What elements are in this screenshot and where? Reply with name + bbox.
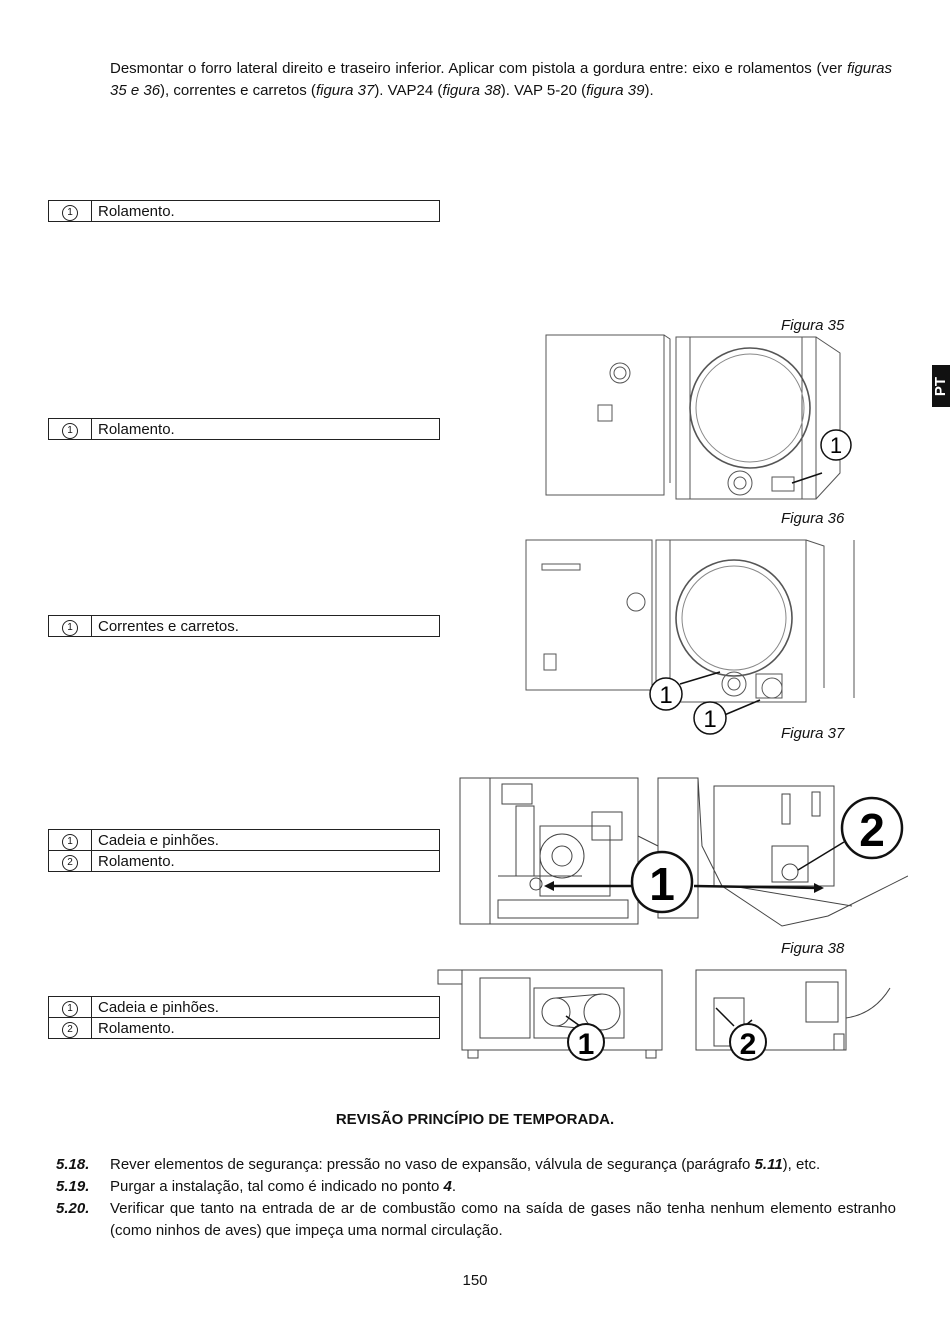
intro-paragraph: Desmontar o forro lateral direito e tras…	[110, 60, 892, 99]
legend-text: Rolamento.	[91, 200, 440, 222]
figure-37-drawing: 1 2	[452, 776, 908, 930]
boiler-rear-drawing: 1	[545, 334, 852, 500]
step-text: Purgar a instalação, tal como é indicado…	[110, 1178, 457, 1195]
callout-number: 2	[859, 804, 885, 856]
callout-circle	[820, 429, 852, 461]
caption-figure-35: Figura 35	[781, 317, 845, 334]
step-5-19: 5.19. Purgar a instalação, tal como é in…	[56, 1176, 896, 1198]
legend-row: 1 Cadeia e pinhões.	[48, 829, 440, 851]
legend-row: 1 Rolamento.	[48, 418, 440, 440]
legend-number: 1	[48, 418, 92, 440]
step-number: 5.19.	[56, 1178, 90, 1195]
legend-table-2: 1 Rolamento.	[48, 418, 440, 440]
legend-text: Cadeia e pinhões.	[91, 996, 440, 1018]
legend-row: 2 Rolamento.	[48, 850, 440, 872]
figure-36-drawing: 1 1	[524, 538, 870, 736]
vap24-internal-drawing: 1 2	[459, 777, 908, 927]
callout-circle	[649, 677, 683, 711]
legend-table-4: 1 Cadeia e pinhões. 2 Rolamento.	[48, 829, 440, 872]
callout-circle	[729, 1023, 767, 1061]
callout-circle	[693, 701, 727, 735]
callout-number: 1	[830, 433, 842, 458]
figure-38-drawing: 1 2	[434, 968, 896, 1064]
callout-number: 1	[578, 1028, 595, 1061]
legend-row: 2 Rolamento.	[48, 1017, 440, 1039]
legend-table-5: 1 Cadeia e pinhões. 2 Rolamento.	[48, 996, 440, 1039]
step-text: Verificar que tanto na entrada de ar de …	[110, 1200, 896, 1239]
page-number: 150	[462, 1272, 488, 1289]
legend-text: Cadeia e pinhões.	[91, 829, 440, 851]
caption-figure-36: Figura 36	[781, 510, 845, 527]
callout-circle	[567, 1023, 605, 1061]
legend-text: Correntes e carretos.	[91, 615, 440, 637]
step-5-18: 5.18. Rever elementos de segurança: pres…	[56, 1154, 896, 1176]
legend-row: 1 Correntes e carretos.	[48, 615, 440, 637]
step-5-20: 5.20. Verificar que tanto na entrada de …	[56, 1198, 896, 1242]
callout-number: 1	[703, 706, 716, 733]
callout-number: 1	[659, 682, 672, 709]
callout-circle	[840, 796, 904, 860]
legend-table-1: 1 Rolamento.	[48, 200, 440, 222]
language-tab: PT	[932, 365, 950, 407]
legend-row: 1 Cadeia e pinhões.	[48, 996, 440, 1018]
caption-figure-38: Figura 38	[781, 940, 845, 957]
legend-number: 1	[48, 615, 92, 637]
callout-circle	[630, 850, 694, 914]
vap-5-20-internal-drawing: 1 2	[437, 969, 891, 1061]
section-heading: REVISÃO PRINCÍPIO DE TEMPORADA.	[335, 1111, 615, 1128]
step-number: 5.20.	[56, 1200, 90, 1217]
callout-number: 2	[740, 1028, 757, 1061]
legend-table-3: 1 Correntes e carretos.	[48, 615, 440, 637]
legend-number: 1	[48, 200, 92, 222]
legend-text: Rolamento.	[91, 850, 440, 872]
figure-35-drawing: 1	[540, 333, 860, 505]
legend-row: 1 Rolamento.	[48, 200, 440, 222]
legend-number: 1	[48, 829, 92, 851]
legend-number: 2	[48, 1017, 92, 1039]
caption-figure-37: Figura 37	[781, 725, 845, 742]
legend-number: 2	[48, 850, 92, 872]
boiler-side-drawing: 1 1	[525, 539, 855, 735]
callout-number: 1	[649, 858, 675, 910]
step-text: Rever elementos de segurança: pressão no…	[110, 1156, 821, 1173]
step-number: 5.18.	[56, 1156, 90, 1173]
legend-number: 1	[48, 996, 92, 1018]
legend-text: Rolamento.	[91, 418, 440, 440]
legend-text: Rolamento.	[91, 1017, 440, 1039]
